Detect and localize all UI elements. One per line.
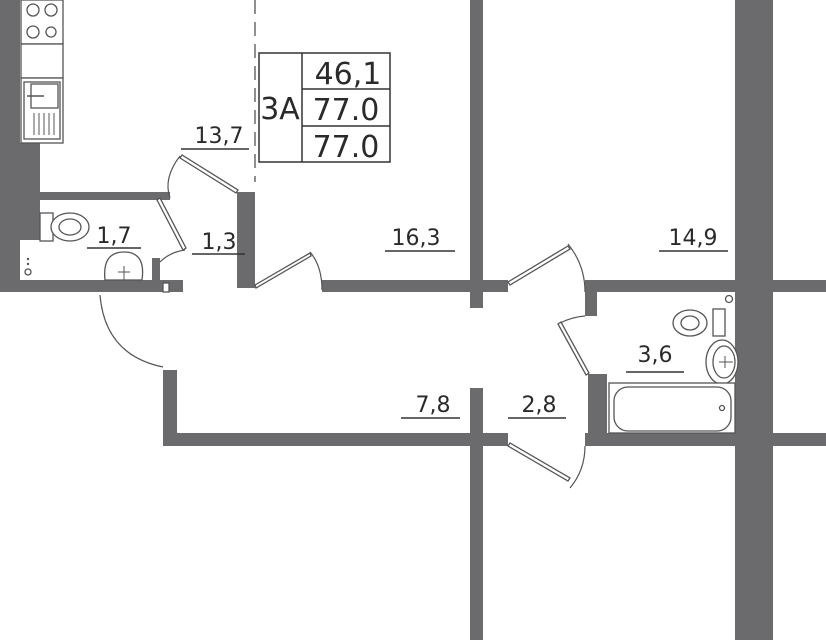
room-label-hall: 2,8 xyxy=(522,393,557,418)
door-room-2[interactable] xyxy=(507,243,586,293)
room-label-room-1: 16,3 xyxy=(392,226,441,251)
door-bathroom[interactable] xyxy=(557,315,590,376)
apartment-summary-table: 3A 46,1 77.0 77.0 xyxy=(258,52,391,165)
toilet-icon xyxy=(39,212,90,242)
room-label-kitchen: 13,7 xyxy=(195,124,244,149)
room-label-toilet: 1,7 xyxy=(97,224,132,249)
room-labels: 13,7 1,7 1,3 16,3 14,9 3,6 7,8 2,8 xyxy=(87,124,728,419)
kitchen-sink-icon xyxy=(20,77,64,144)
door-room-3[interactable] xyxy=(507,442,586,489)
door-entrance[interactable] xyxy=(99,282,170,368)
bathroom-toilet-icon xyxy=(672,294,734,337)
stove-icon xyxy=(20,0,64,79)
door-room-1[interactable] xyxy=(254,251,323,291)
bathroom-washbasin-icon xyxy=(705,339,739,385)
door-kitchen[interactable] xyxy=(167,154,239,199)
riser-icon xyxy=(24,257,32,276)
room-label-corridor: 7,8 xyxy=(416,393,451,418)
door-toilet[interactable] xyxy=(156,197,187,263)
living-area: 46,1 xyxy=(315,57,382,92)
total-area-with-balcony: 77.0 xyxy=(313,130,380,165)
room-label-bathroom: 3,6 xyxy=(638,343,673,368)
total-area: 77.0 xyxy=(313,93,380,128)
room-label-room-2: 14,9 xyxy=(669,226,718,251)
room-label-hall-small: 1,3 xyxy=(202,230,237,255)
bathtub-icon xyxy=(608,382,736,434)
washbasin-icon xyxy=(103,251,144,281)
apartment-type: 3A xyxy=(260,92,300,127)
